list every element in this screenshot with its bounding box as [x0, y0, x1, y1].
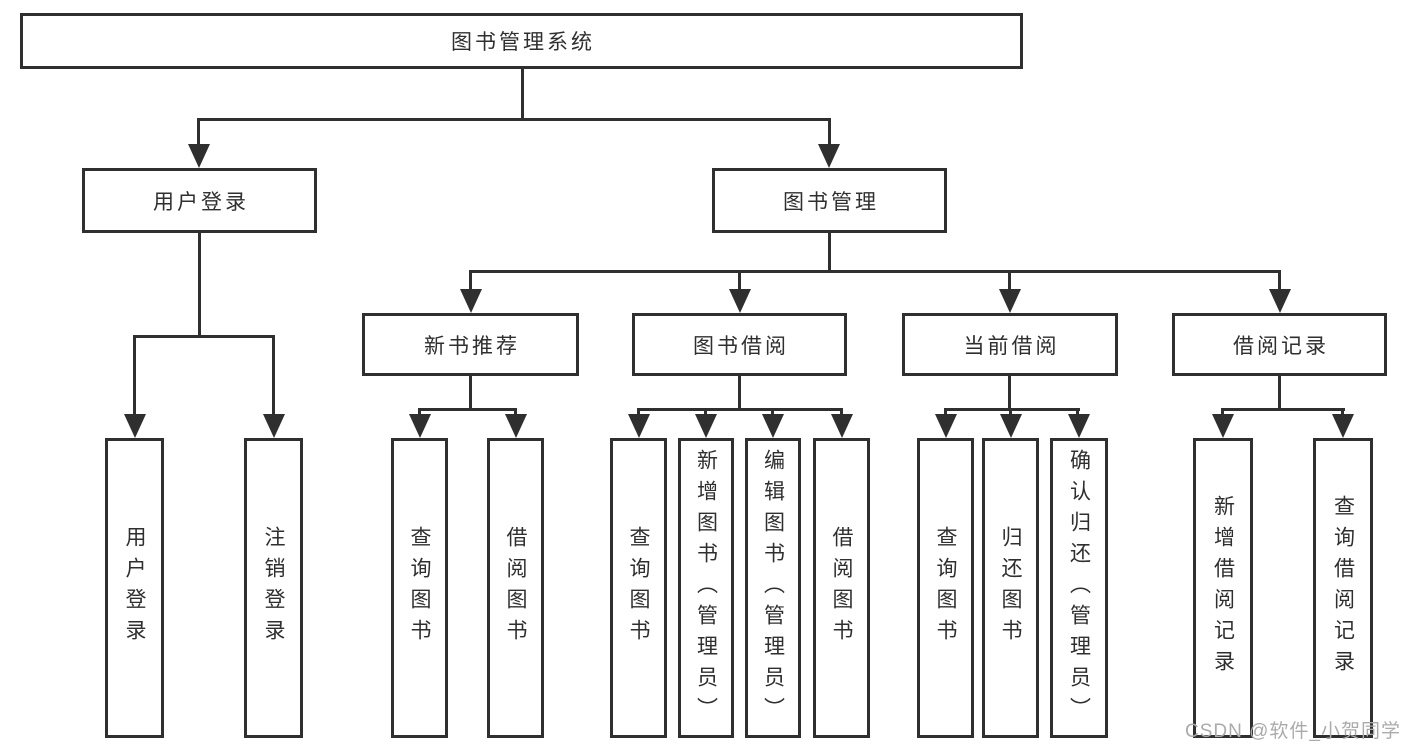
connector-line: [133, 335, 136, 418]
arrow-down-icon: [1068, 414, 1090, 438]
arrow-down-icon: [762, 414, 784, 438]
arrow-down-icon: [729, 289, 751, 313]
leaf-edit-books-admin-label: 编辑图书（管理员）: [761, 448, 785, 728]
connector-line: [944, 408, 1080, 411]
connector-line: [1221, 408, 1345, 411]
node-current-borrowing: 当前借阅: [902, 313, 1118, 376]
leaf-logout-label: 注销登录: [262, 526, 285, 650]
node-book-management: 图书管理: [712, 168, 947, 233]
leaf-borrow-books-borrowing-label: 借阅图书: [830, 526, 853, 650]
connector-line: [133, 335, 275, 338]
leaf-user-login: 用户登录: [105, 438, 164, 738]
connector-line: [637, 408, 843, 411]
node-book-borrowing: 图书借阅: [632, 313, 847, 376]
leaf-query-books-borrowing-label: 查询图书: [627, 526, 650, 650]
arrow-down-icon: [460, 289, 482, 313]
leaf-logout: 注销登录: [244, 438, 303, 738]
leaf-add-books-admin: 新增图书（管理员）: [678, 438, 734, 738]
connector-line: [1008, 270, 1011, 292]
arrow-down-icon: [831, 414, 853, 438]
connector-line: [418, 408, 517, 411]
leaf-query-books-current-label: 查询图书: [934, 526, 957, 650]
node-borrowing-records-label: 借阅记录: [1233, 334, 1329, 358]
arrow-down-icon: [1212, 414, 1234, 438]
node-current-borrowing-label: 当前借阅: [963, 334, 1060, 358]
node-root: 图书管理系统: [20, 13, 1023, 69]
leaf-query-books-recommend: 查询图书: [391, 438, 448, 738]
leaf-query-books-borrowing: 查询图书: [610, 438, 667, 738]
connector-line: [738, 376, 741, 411]
connector-line: [469, 376, 472, 411]
leaf-return-books-label: 归还图书: [999, 526, 1022, 650]
arrow-down-icon: [935, 414, 957, 438]
leaf-add-borrow-record-label: 新增借阅记录: [1211, 495, 1235, 681]
node-root-label: 图书管理系统: [451, 31, 595, 54]
leaf-query-borrow-record: 查询借阅记录: [1313, 438, 1373, 738]
arrow-down-icon: [263, 414, 285, 438]
connector-line: [828, 233, 831, 273]
leaf-confirm-return-admin-label: 确认归还（管理员）: [1067, 448, 1091, 728]
connector-line: [197, 118, 200, 146]
arrow-down-icon: [188, 144, 210, 168]
node-book-management-label: 图书管理: [783, 190, 879, 214]
leaf-query-borrow-record-label: 查询借阅记录: [1331, 495, 1355, 681]
node-book-borrowing-label: 图书借阅: [693, 334, 789, 358]
arrow-down-icon: [409, 414, 431, 438]
arrow-down-icon: [818, 144, 840, 168]
leaf-add-borrow-record: 新增借阅记录: [1193, 438, 1253, 738]
connector-line: [1278, 270, 1281, 292]
node-new-book-recommend-label: 新书推荐: [424, 334, 520, 358]
connector-line: [1278, 376, 1281, 411]
node-new-book-recommend: 新书推荐: [362, 313, 579, 376]
arrow-down-icon: [999, 289, 1021, 313]
arrow-down-icon: [695, 414, 717, 438]
connector-line: [469, 270, 1281, 273]
node-user-login: 用户登录: [82, 168, 317, 233]
arrow-down-icon: [628, 414, 650, 438]
arrow-down-icon: [124, 414, 146, 438]
leaf-user-login-label: 用户登录: [123, 526, 146, 650]
leaf-confirm-return-admin: 确认归还（管理员）: [1050, 438, 1108, 738]
leaf-query-books-recommend-label: 查询图书: [408, 526, 431, 650]
arrow-down-icon: [1332, 414, 1354, 438]
connector-line: [272, 335, 275, 418]
leaf-borrow-books-recommend-label: 借阅图书: [504, 526, 527, 650]
connector-line: [197, 118, 831, 121]
watermark: CSDN @软件_小贺同学: [1185, 721, 1401, 742]
connector-line: [521, 69, 524, 121]
leaf-borrow-books-recommend: 借阅图书: [487, 438, 544, 738]
connector-line: [828, 118, 831, 146]
connector-line: [1008, 376, 1011, 411]
connector-line: [738, 270, 741, 292]
leaf-borrow-books-borrowing: 借阅图书: [813, 438, 870, 738]
node-borrowing-records: 借阅记录: [1172, 313, 1387, 376]
connector-line: [469, 270, 472, 292]
leaf-return-books: 归还图书: [982, 438, 1039, 738]
arrow-down-icon: [1000, 414, 1022, 438]
leaf-add-books-admin-label: 新增图书（管理员）: [694, 448, 718, 728]
arrow-down-icon: [1269, 289, 1291, 313]
arrow-down-icon: [505, 414, 527, 438]
connector-line: [198, 233, 201, 338]
node-user-login-label: 用户登录: [153, 190, 249, 214]
leaf-query-books-current: 查询图书: [917, 438, 974, 738]
leaf-edit-books-admin: 编辑图书（管理员）: [745, 438, 801, 738]
